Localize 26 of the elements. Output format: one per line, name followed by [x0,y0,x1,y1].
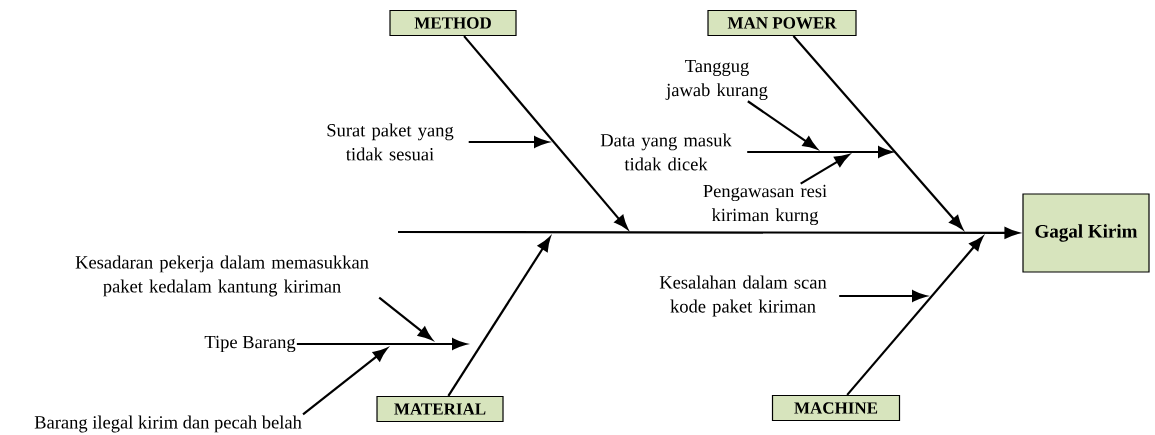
cause-text: Barang ilegal kirim dan pecah belah [34,415,302,433]
arrow [747,146,893,158]
arrow [302,347,388,416]
cause-text: Surat paket yang tidak sesuai [327,123,454,161]
category-box: MACHINE [771,394,901,422]
cause-text: Kesalahan dalam scan kode paket kiriman [659,275,827,317]
cause-text: Data yang masuk tidak dicek [600,133,732,171]
arrow [800,154,850,185]
cause-text: Tanggug jawab kurang [665,59,768,101]
arrow [468,136,549,148]
arrow [296,338,467,350]
category-box: METHOD [389,9,517,37]
arrow [378,296,433,341]
category-box: MATERIAL [376,395,504,423]
arrow [747,100,818,150]
spine-arrow [398,227,1019,239]
effect-box: Gagal Kirim [1022,193,1150,273]
cause-text: Pengawasan resi kiriman kurng [703,184,827,226]
bone-arrow [463,35,629,230]
bone-arrow [792,35,963,230]
cause-text: Tipe Barang [204,335,296,353]
cause-text: Kesadaran pekerja dalam memasukkan paket kedalam kantung kiriman [75,255,369,297]
arrow [839,290,927,302]
category-box: MAN POWER [707,9,857,37]
bone-arrow [447,236,551,397]
bone-arrow [846,236,984,396]
